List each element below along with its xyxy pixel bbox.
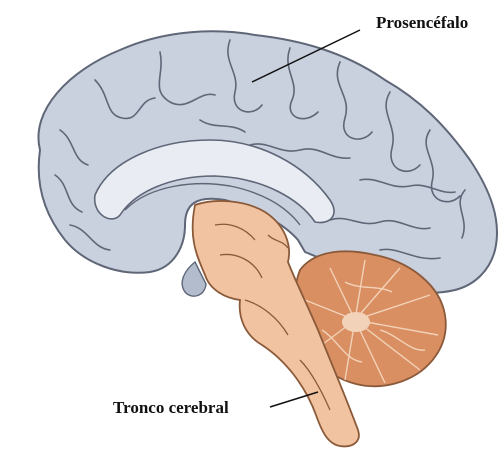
arbor-vitae-core: [342, 312, 370, 332]
brainstem-label: Tronco cerebral: [113, 399, 229, 416]
forebrain-label: Prosencéfalo: [376, 14, 468, 31]
